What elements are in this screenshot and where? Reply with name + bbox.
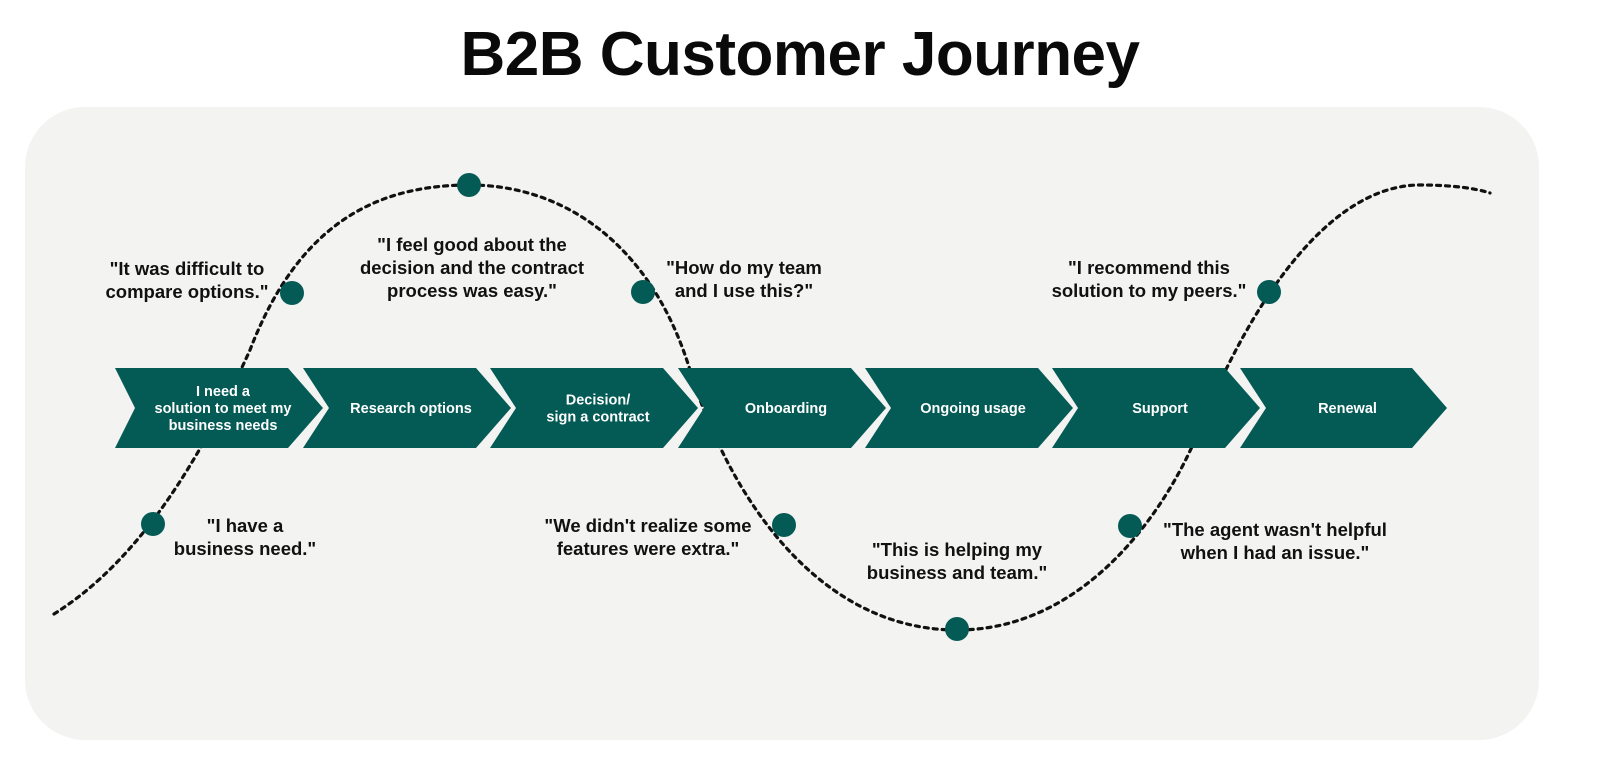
quote-line: "How do my team xyxy=(666,257,822,278)
stage-label-line: business needs xyxy=(169,418,278,434)
stage-chevron xyxy=(115,368,323,448)
quote-line: features were extra." xyxy=(557,538,740,559)
stage-label-line: I need a xyxy=(196,384,251,400)
stage-label-line: sign a contract xyxy=(546,410,649,426)
quote-line: "I feel good about the xyxy=(377,234,567,255)
milestone-dot xyxy=(280,281,304,305)
stage-chevron xyxy=(865,368,1073,448)
stage-label: Support xyxy=(1132,401,1188,417)
stage-chevron xyxy=(1052,368,1260,448)
quote-line: "We didn't realize some xyxy=(544,515,751,536)
quote-line: compare options." xyxy=(106,281,269,302)
stage-label-line: Onboarding xyxy=(745,401,827,417)
quote-line: when I had an issue." xyxy=(1180,542,1370,563)
milestone-dot xyxy=(1118,514,1142,538)
stage-chevrons xyxy=(115,368,1447,448)
journey-curve xyxy=(52,183,1492,632)
stage-label-line: Renewal xyxy=(1318,401,1377,417)
stage-label: Decision/sign a contract xyxy=(546,393,649,426)
stage-chevron xyxy=(490,368,698,448)
stage-chevron xyxy=(1240,368,1447,448)
stage-label: Renewal xyxy=(1318,401,1377,417)
quote-line: "I have a xyxy=(207,515,284,536)
stage-label: Research options xyxy=(350,401,472,417)
quote-line: business and team." xyxy=(867,562,1047,583)
stage-label-line: Support xyxy=(1132,401,1188,417)
quote-line: "I recommend this xyxy=(1068,257,1230,278)
quote-line: "The agent wasn't helpful xyxy=(1163,519,1387,540)
milestone-dot xyxy=(772,513,796,537)
milestone-dot xyxy=(457,173,481,197)
page-title: B2B Customer Journey xyxy=(460,20,1140,89)
milestone-dot xyxy=(631,280,655,304)
milestone-dot xyxy=(141,512,165,536)
quote-line: "This is helping my xyxy=(872,539,1043,560)
stage-label: Ongoing usage xyxy=(920,401,1026,417)
stage-chevron xyxy=(678,368,886,448)
stage-label: Onboarding xyxy=(745,401,827,417)
stage-label-line: Research options xyxy=(350,401,472,417)
stage-label-line: solution to meet my xyxy=(155,401,292,417)
stage-chevron xyxy=(303,368,511,448)
stage-label-line: Ongoing usage xyxy=(920,401,1026,417)
milestone-dot xyxy=(1257,280,1281,304)
stage-label-line: Decision/ xyxy=(566,393,630,409)
quote-line: and I use this?" xyxy=(675,280,813,301)
quote-line: business need." xyxy=(174,538,316,559)
quote-line: decision and the contract xyxy=(360,257,584,278)
quote-line: solution to my peers." xyxy=(1052,280,1247,301)
milestone-dot xyxy=(945,617,969,641)
milestone-dots xyxy=(141,173,1281,641)
quote-line: process was easy." xyxy=(387,280,557,301)
quote-line: "It was difficult to xyxy=(110,258,265,279)
